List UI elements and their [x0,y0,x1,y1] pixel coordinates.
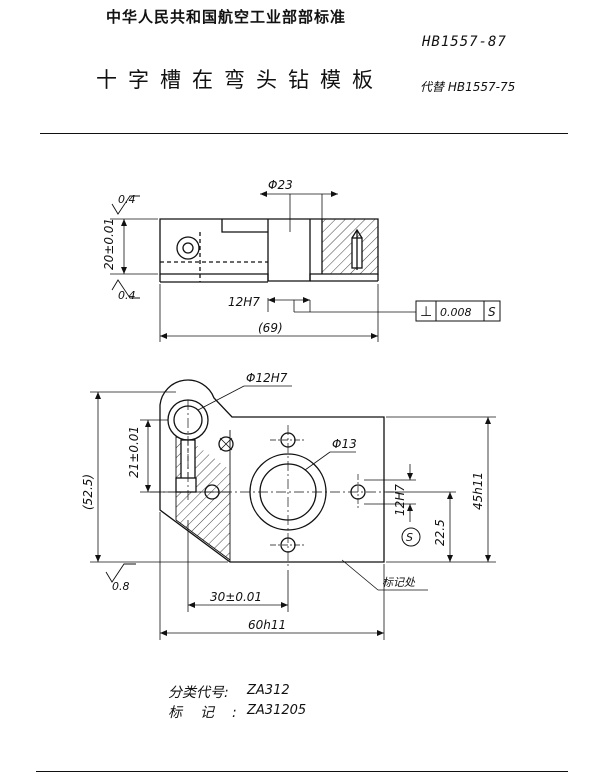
mark-location-label: 标记处 [382,576,416,589]
replaces-note: 代替 HB1557-75 [420,80,516,94]
diameter-23-label: Φ23 [268,178,293,192]
tolerance-value: 0.008 [440,306,472,319]
dim-22-5-label: 22.5 [433,519,447,546]
dim-60h11-label: 60h11 [248,618,286,632]
dim-21-label: 21±0.01 [127,426,141,478]
issuing-organization: 中华人民共和国航空工业部部标准 [106,8,347,26]
dim-30-label: 30±0.01 [210,590,262,604]
roughness-0-8-label: 0.8 [112,580,130,593]
tolerance-datum: S [488,305,496,319]
bore-diameter-label: Φ13 [332,437,357,451]
document-title: 十字槽在弯头钻模板 [96,68,384,92]
dim-45h11-label: 45h11 [471,472,485,510]
dim-52-5-label: (52.5) [81,474,95,510]
section-view [110,191,501,342]
marking-label: 标记: [168,705,255,721]
pin-hole-diameter-label: Φ12H7 [246,371,288,385]
standard-number: HB1557-87 [422,34,507,50]
roughness-top-label: 0.4 [118,193,136,206]
marking-value: ZA31205 [247,703,307,718]
classification-value: ZA312 [247,683,290,698]
footer-rule [36,771,568,772]
roughness-bottom-label: 0.4 [118,289,136,302]
length-dimension-label: (69) [258,321,283,335]
height-dimension-label: 20±0.01 [102,218,116,270]
header-rule [40,133,568,134]
plan-view [90,379,496,640]
bore-fit-label: 12H7 [228,295,260,309]
datum-s-label: S [406,531,413,544]
dim-12h7-label: 12H7 [393,484,407,516]
perpendicularity-symbol: ⊥ [420,304,432,320]
classification-label: 分类代号: [168,685,229,701]
